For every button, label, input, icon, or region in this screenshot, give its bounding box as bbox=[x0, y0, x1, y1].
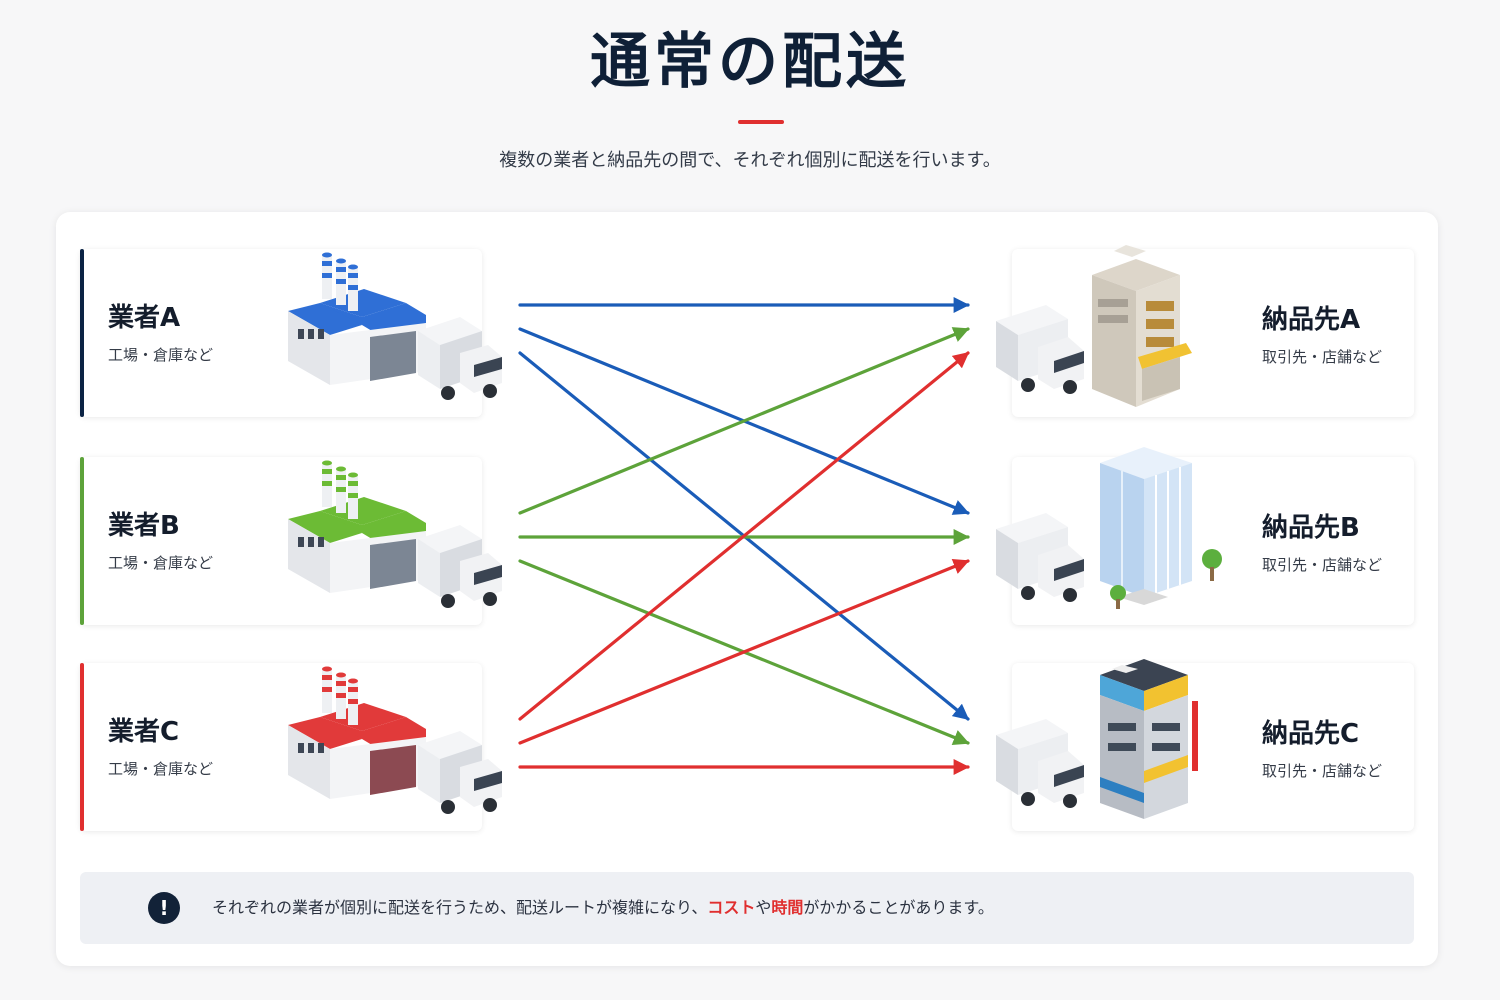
destination-subtitle: 取引先・店舗など bbox=[1262, 348, 1383, 366]
page-title: 通常の配送 bbox=[590, 27, 910, 97]
factory-icon bbox=[288, 666, 502, 814]
vendor-subtitle: 工場・倉庫など bbox=[108, 554, 214, 572]
vendor-name: 業者B bbox=[108, 511, 180, 541]
notice-text-part: や bbox=[755, 898, 772, 917]
destination-name: 納品先A bbox=[1262, 305, 1361, 335]
shop-building-icon bbox=[996, 245, 1192, 407]
destination-subtitle: 取引先・店舗など bbox=[1262, 762, 1383, 780]
vendor-card-a: 業者A 工場・倉庫など bbox=[80, 249, 502, 417]
destination-card-b: 納品先B 取引先・店舗など bbox=[996, 447, 1414, 625]
vendor-name: 業者C bbox=[108, 717, 180, 747]
notice-text: それぞれの業者が個別に配送を行うため、配送ルートが複雑になり、コストや時間がかか… bbox=[212, 897, 994, 919]
destination-subtitle: 取引先・店舗など bbox=[1262, 556, 1383, 574]
destination-card-c: 納品先C 取引先・店舗など bbox=[996, 659, 1414, 831]
retail-building-icon bbox=[996, 659, 1198, 819]
vendor-subtitle: 工場・倉庫など bbox=[108, 760, 214, 778]
vendor-card-b: 業者B 工場・倉庫など bbox=[80, 457, 502, 625]
notice-highlight-cost: コスト bbox=[707, 898, 756, 917]
truck-icon bbox=[418, 317, 502, 400]
notice-highlight-time: 時間 bbox=[771, 898, 804, 917]
title-underline bbox=[738, 120, 784, 124]
notice-text-part: がかかることがあります。 bbox=[803, 898, 994, 917]
notice-bar: ! それぞれの業者が個別に配送を行うため、配送ルートが複雑になり、コストや時間が… bbox=[80, 872, 1414, 944]
destination-name: 納品先C bbox=[1262, 719, 1360, 749]
destination-name: 納品先B bbox=[1262, 513, 1360, 543]
vendor-name: 業者A bbox=[108, 303, 181, 333]
vendor-subtitle: 工場・倉庫など bbox=[108, 346, 214, 364]
vendor-card-c: 業者C 工場・倉庫など bbox=[80, 663, 502, 831]
notice-text-part: それぞれの業者が個別に配送を行うため、配送ルートが複雑になり、 bbox=[212, 898, 708, 917]
office-tower-icon bbox=[996, 447, 1222, 609]
destination-card-a: 納品先A 取引先・店舗など bbox=[996, 245, 1414, 417]
truck-icon bbox=[418, 731, 502, 814]
truck-icon bbox=[418, 525, 502, 608]
page-subtitle: 複数の業者と納品先の間で、それぞれ個別に配送を行います。 bbox=[499, 150, 1001, 171]
exclamation-icon: ! bbox=[148, 892, 180, 924]
factory-icon bbox=[288, 460, 502, 608]
truck-icon bbox=[996, 719, 1084, 808]
factory-icon bbox=[288, 252, 502, 400]
truck-icon bbox=[996, 305, 1084, 394]
truck-icon bbox=[996, 513, 1084, 602]
